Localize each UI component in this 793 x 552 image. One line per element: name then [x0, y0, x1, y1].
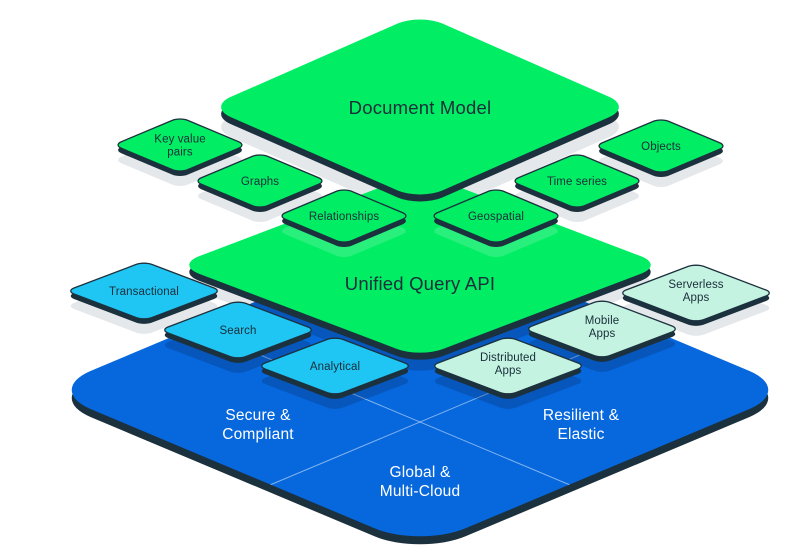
tile-distributed-apps	[430, 336, 586, 399]
mobile-apps-label-line2: Apps	[589, 328, 616, 340]
resilient-elastic-label-line2: Elastic	[557, 426, 604, 443]
tile-time-series	[511, 153, 644, 213]
tile-serverless-apps	[618, 263, 774, 326]
analytical-label: Analytical	[310, 361, 360, 373]
relationships-label: Relationships	[309, 211, 379, 223]
graphs-label: Graphs	[241, 176, 279, 188]
time-series-label: Time series	[547, 176, 607, 188]
tile-key-value-pairs	[114, 117, 247, 177]
key-value-pairs-label-line1: Key value	[154, 134, 205, 146]
objects-label: Objects	[641, 141, 681, 153]
global-multi-cloud-label-line2: Multi-Cloud	[380, 483, 461, 500]
top-layer	[221, 19, 619, 202]
serverless-apps-label-line2: Apps	[683, 292, 710, 304]
transactional-label: Transactional	[109, 286, 179, 298]
secure-compliant-label-line1: Secure &	[225, 407, 291, 424]
tile-geospatial	[430, 188, 563, 248]
tile-objects	[595, 118, 728, 178]
mobile-apps-label-line1: Mobile	[585, 315, 619, 327]
tile-mobile-apps	[524, 299, 680, 362]
search-label: Search	[219, 325, 256, 337]
tile-relationships	[278, 188, 411, 248]
geospatial-label: Geospatial	[468, 211, 524, 223]
middle-layer-label: Unified Query API	[345, 273, 495, 294]
resilient-elastic-label-line1: Resilient &	[543, 407, 620, 424]
top-layer-label: Document Model	[349, 97, 492, 118]
key-value-pairs-label-line2: pairs	[167, 147, 193, 159]
top-layer-face	[221, 19, 619, 195]
secure-compliant-label-line2: Compliant	[222, 426, 294, 443]
tile-analytical	[257, 336, 413, 399]
global-multi-cloud-label-line1: Global &	[389, 464, 451, 481]
serverless-apps-label-line1: Serverless	[668, 279, 723, 291]
distributed-apps-label-line1: Distributed	[480, 352, 536, 364]
distributed-apps-label-line2: Apps	[495, 365, 522, 377]
tile-transactional	[66, 261, 222, 324]
tile-graphs	[194, 153, 327, 213]
tile-search	[160, 300, 316, 363]
